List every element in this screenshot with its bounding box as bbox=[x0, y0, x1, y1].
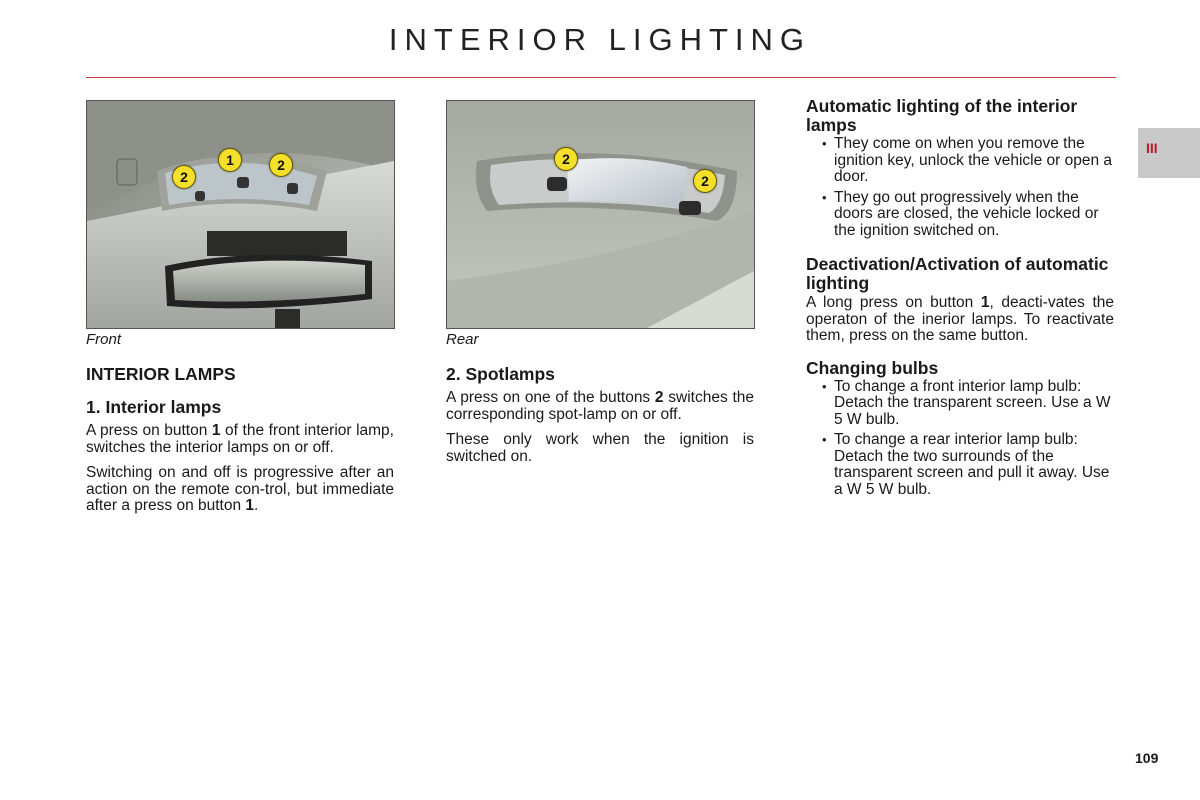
front-lamp-photo: 2 1 2 bbox=[86, 100, 395, 329]
callout-badge: 1 bbox=[218, 148, 242, 172]
page-number: 109 bbox=[1135, 750, 1159, 766]
spotlamps-heading: 2. Spotlamps bbox=[446, 364, 555, 384]
paragraph: These only work when the ignition is swi… bbox=[446, 431, 754, 465]
right-column: Automatic lighting of the interior lamps… bbox=[806, 97, 1114, 510]
rear-caption: Rear bbox=[446, 331, 479, 348]
callout-badge: 2 bbox=[693, 169, 717, 193]
front-lamp-illustration bbox=[87, 101, 394, 328]
list-item: To change a rear interior lamp bulb: Det… bbox=[822, 431, 1114, 498]
automatic-lighting-list: They come on when you remove the ignitio… bbox=[806, 135, 1114, 240]
list-item: To change a front interior lamp bulb: De… bbox=[822, 378, 1114, 429]
changing-bulbs-list: To change a front interior lamp bulb: De… bbox=[806, 378, 1114, 499]
paragraph: A press on one of the buttons 2 switches… bbox=[446, 389, 754, 423]
list-item: They come on when you remove the ignitio… bbox=[822, 135, 1114, 186]
paragraph: A long press on button 1, deacti-vates t… bbox=[806, 294, 1114, 344]
callout-badge: 2 bbox=[269, 153, 293, 177]
rear-lamp-illustration bbox=[447, 101, 754, 328]
callout-badge: 2 bbox=[554, 147, 578, 171]
section-tab-label: III bbox=[1146, 140, 1158, 156]
list-item: They go out progressively when the doors… bbox=[822, 189, 1114, 240]
title-divider bbox=[86, 77, 1116, 78]
front-caption: Front bbox=[86, 331, 122, 348]
paragraph: A press on button 1 of the front interio… bbox=[86, 422, 394, 456]
deactivation-heading: Deactivation/Activation of automatic lig… bbox=[806, 254, 1109, 293]
changing-bulbs-heading: Changing bulbs bbox=[806, 357, 939, 378]
page-title: INTERIOR LIGHTING bbox=[388, 22, 812, 57]
left-column: INTERIOR LAMPS 1. Interior lamps A press… bbox=[86, 365, 394, 524]
interior-lamps-heading: INTERIOR LAMPS bbox=[86, 364, 236, 384]
rear-lamp-photo: 2 2 bbox=[446, 100, 755, 329]
section-tab[interactable]: III bbox=[1138, 128, 1200, 178]
automatic-lighting-heading: Automatic lighting of the interior lamps bbox=[806, 96, 1078, 135]
middle-column: 2. Spotlamps A press on one of the butto… bbox=[446, 365, 754, 474]
interior-lamps-subheading: 1. Interior lamps bbox=[86, 397, 222, 417]
callout-badge: 2 bbox=[172, 165, 196, 189]
paragraph: Switching on and off is progressive afte… bbox=[86, 464, 394, 514]
